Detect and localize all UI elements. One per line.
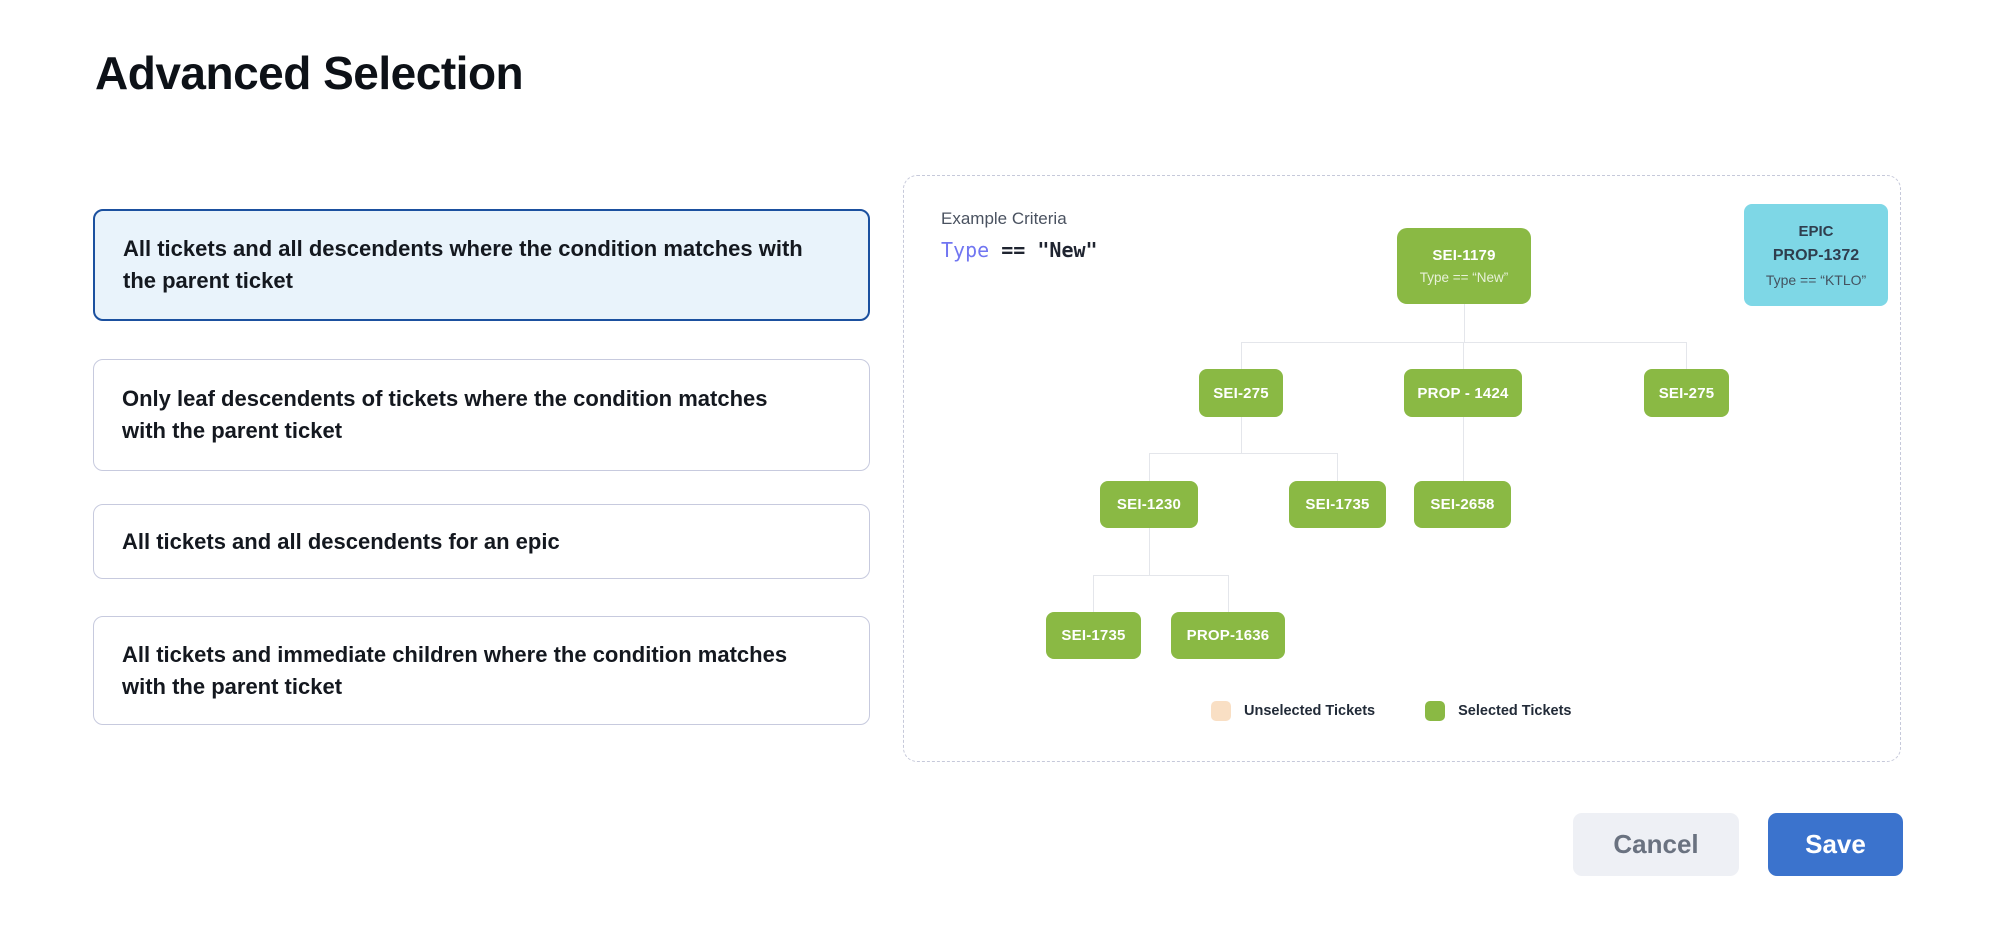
option-label: Only leaf descendents of tickets where t… bbox=[122, 386, 768, 443]
legend: Unselected Tickets Selected Tickets bbox=[1211, 701, 1572, 721]
tree-connector bbox=[1686, 342, 1687, 369]
tree-node-label: PROP-1636 bbox=[1186, 627, 1270, 644]
tree-node-label: PROP - 1424 bbox=[1417, 384, 1509, 402]
epic-id: PROP-1372 bbox=[1772, 246, 1860, 264]
option-label: All tickets and all descendents where th… bbox=[123, 236, 803, 293]
option-label: All tickets and all descendents for an e… bbox=[122, 528, 560, 554]
tree-connector bbox=[1149, 453, 1337, 454]
tree-connector bbox=[1464, 303, 1465, 342]
option-card-all-descendents-condition[interactable]: All tickets and all descendents where th… bbox=[93, 209, 870, 321]
criteria-field: Type bbox=[941, 238, 990, 262]
tree-connector bbox=[1463, 417, 1464, 481]
example-criteria-expression: Type == "New" bbox=[941, 238, 1098, 262]
tree-node-label: SEI-275 bbox=[1658, 384, 1715, 402]
tree-node-sei-1230: SEI-1230 bbox=[1100, 481, 1198, 528]
tree-node-sei-1735-bottom: SEI-1735 bbox=[1046, 612, 1141, 659]
example-criteria-label: Example Criteria bbox=[941, 209, 1067, 228]
option-card-immediate-children-condition[interactable]: All tickets and immediate children where… bbox=[93, 616, 870, 725]
example-preview-panel: Example Criteria Type == "New" SEI-1179 … bbox=[903, 175, 1901, 762]
tree-node-sei-1735-mid: SEI-1735 bbox=[1289, 481, 1386, 528]
page-title: Advanced Selection bbox=[95, 47, 524, 99]
tree-node-sei-1179: SEI-1179 Type == “New” bbox=[1397, 228, 1531, 304]
option-card-leaf-descendents-condition[interactable]: Only leaf descendents of tickets where t… bbox=[93, 359, 870, 471]
tree-node-label: SEI-1230 bbox=[1116, 496, 1182, 513]
tree-node-sei-2658: SEI-2658 bbox=[1414, 481, 1511, 528]
legend-item-unselected: Unselected Tickets bbox=[1211, 701, 1375, 721]
selected-tickets-swatch bbox=[1425, 701, 1446, 721]
epic-type-label: EPIC bbox=[1798, 222, 1834, 240]
tree-connector bbox=[1463, 342, 1464, 369]
tree-node-prop-1636: PROP-1636 bbox=[1171, 612, 1285, 659]
tree-connector bbox=[1241, 342, 1242, 369]
epic-condition: Type == “KTLO” bbox=[1765, 271, 1867, 288]
tree-node-label: SEI-1179 bbox=[1432, 247, 1496, 264]
option-card-all-descendents-epic[interactable]: All tickets and all descendents for an e… bbox=[93, 504, 870, 579]
tree-node-prop-1424: PROP - 1424 bbox=[1404, 369, 1522, 417]
tree-connector bbox=[1093, 575, 1094, 612]
tree-node-label: SEI-2658 bbox=[1430, 496, 1495, 513]
tree-connector bbox=[1149, 528, 1150, 575]
unselected-tickets-swatch bbox=[1211, 701, 1231, 721]
save-button[interactable]: Save bbox=[1768, 813, 1903, 876]
tree-connector bbox=[1149, 453, 1150, 481]
tree-node-label: SEI-1735 bbox=[1061, 627, 1126, 644]
criteria-operator: == bbox=[1001, 238, 1026, 262]
tree-connector bbox=[1241, 417, 1242, 453]
criteria-value: "New" bbox=[1037, 238, 1098, 262]
tree-connector bbox=[1228, 575, 1229, 612]
tree-node-label: SEI-275 bbox=[1213, 384, 1269, 402]
legend-label: Unselected Tickets bbox=[1244, 703, 1376, 719]
tree-connector bbox=[1093, 575, 1228, 576]
tree-node-label: SEI-1735 bbox=[1305, 496, 1370, 513]
legend-item-selected: Selected Tickets bbox=[1425, 701, 1572, 721]
epic-node: EPIC PROP-1372 Type == “KTLO” bbox=[1744, 204, 1888, 306]
option-label: All tickets and immediate children where… bbox=[122, 641, 788, 699]
legend-label: Selected Tickets bbox=[1458, 703, 1572, 719]
tree-node-sei-275-left: SEI-275 bbox=[1199, 369, 1283, 417]
tree-node-sei-275-right: SEI-275 bbox=[1644, 369, 1729, 417]
tree-node-condition: Type == “New” bbox=[1419, 270, 1509, 285]
cancel-button[interactable]: Cancel bbox=[1573, 813, 1739, 876]
tree-connector bbox=[1337, 453, 1338, 481]
